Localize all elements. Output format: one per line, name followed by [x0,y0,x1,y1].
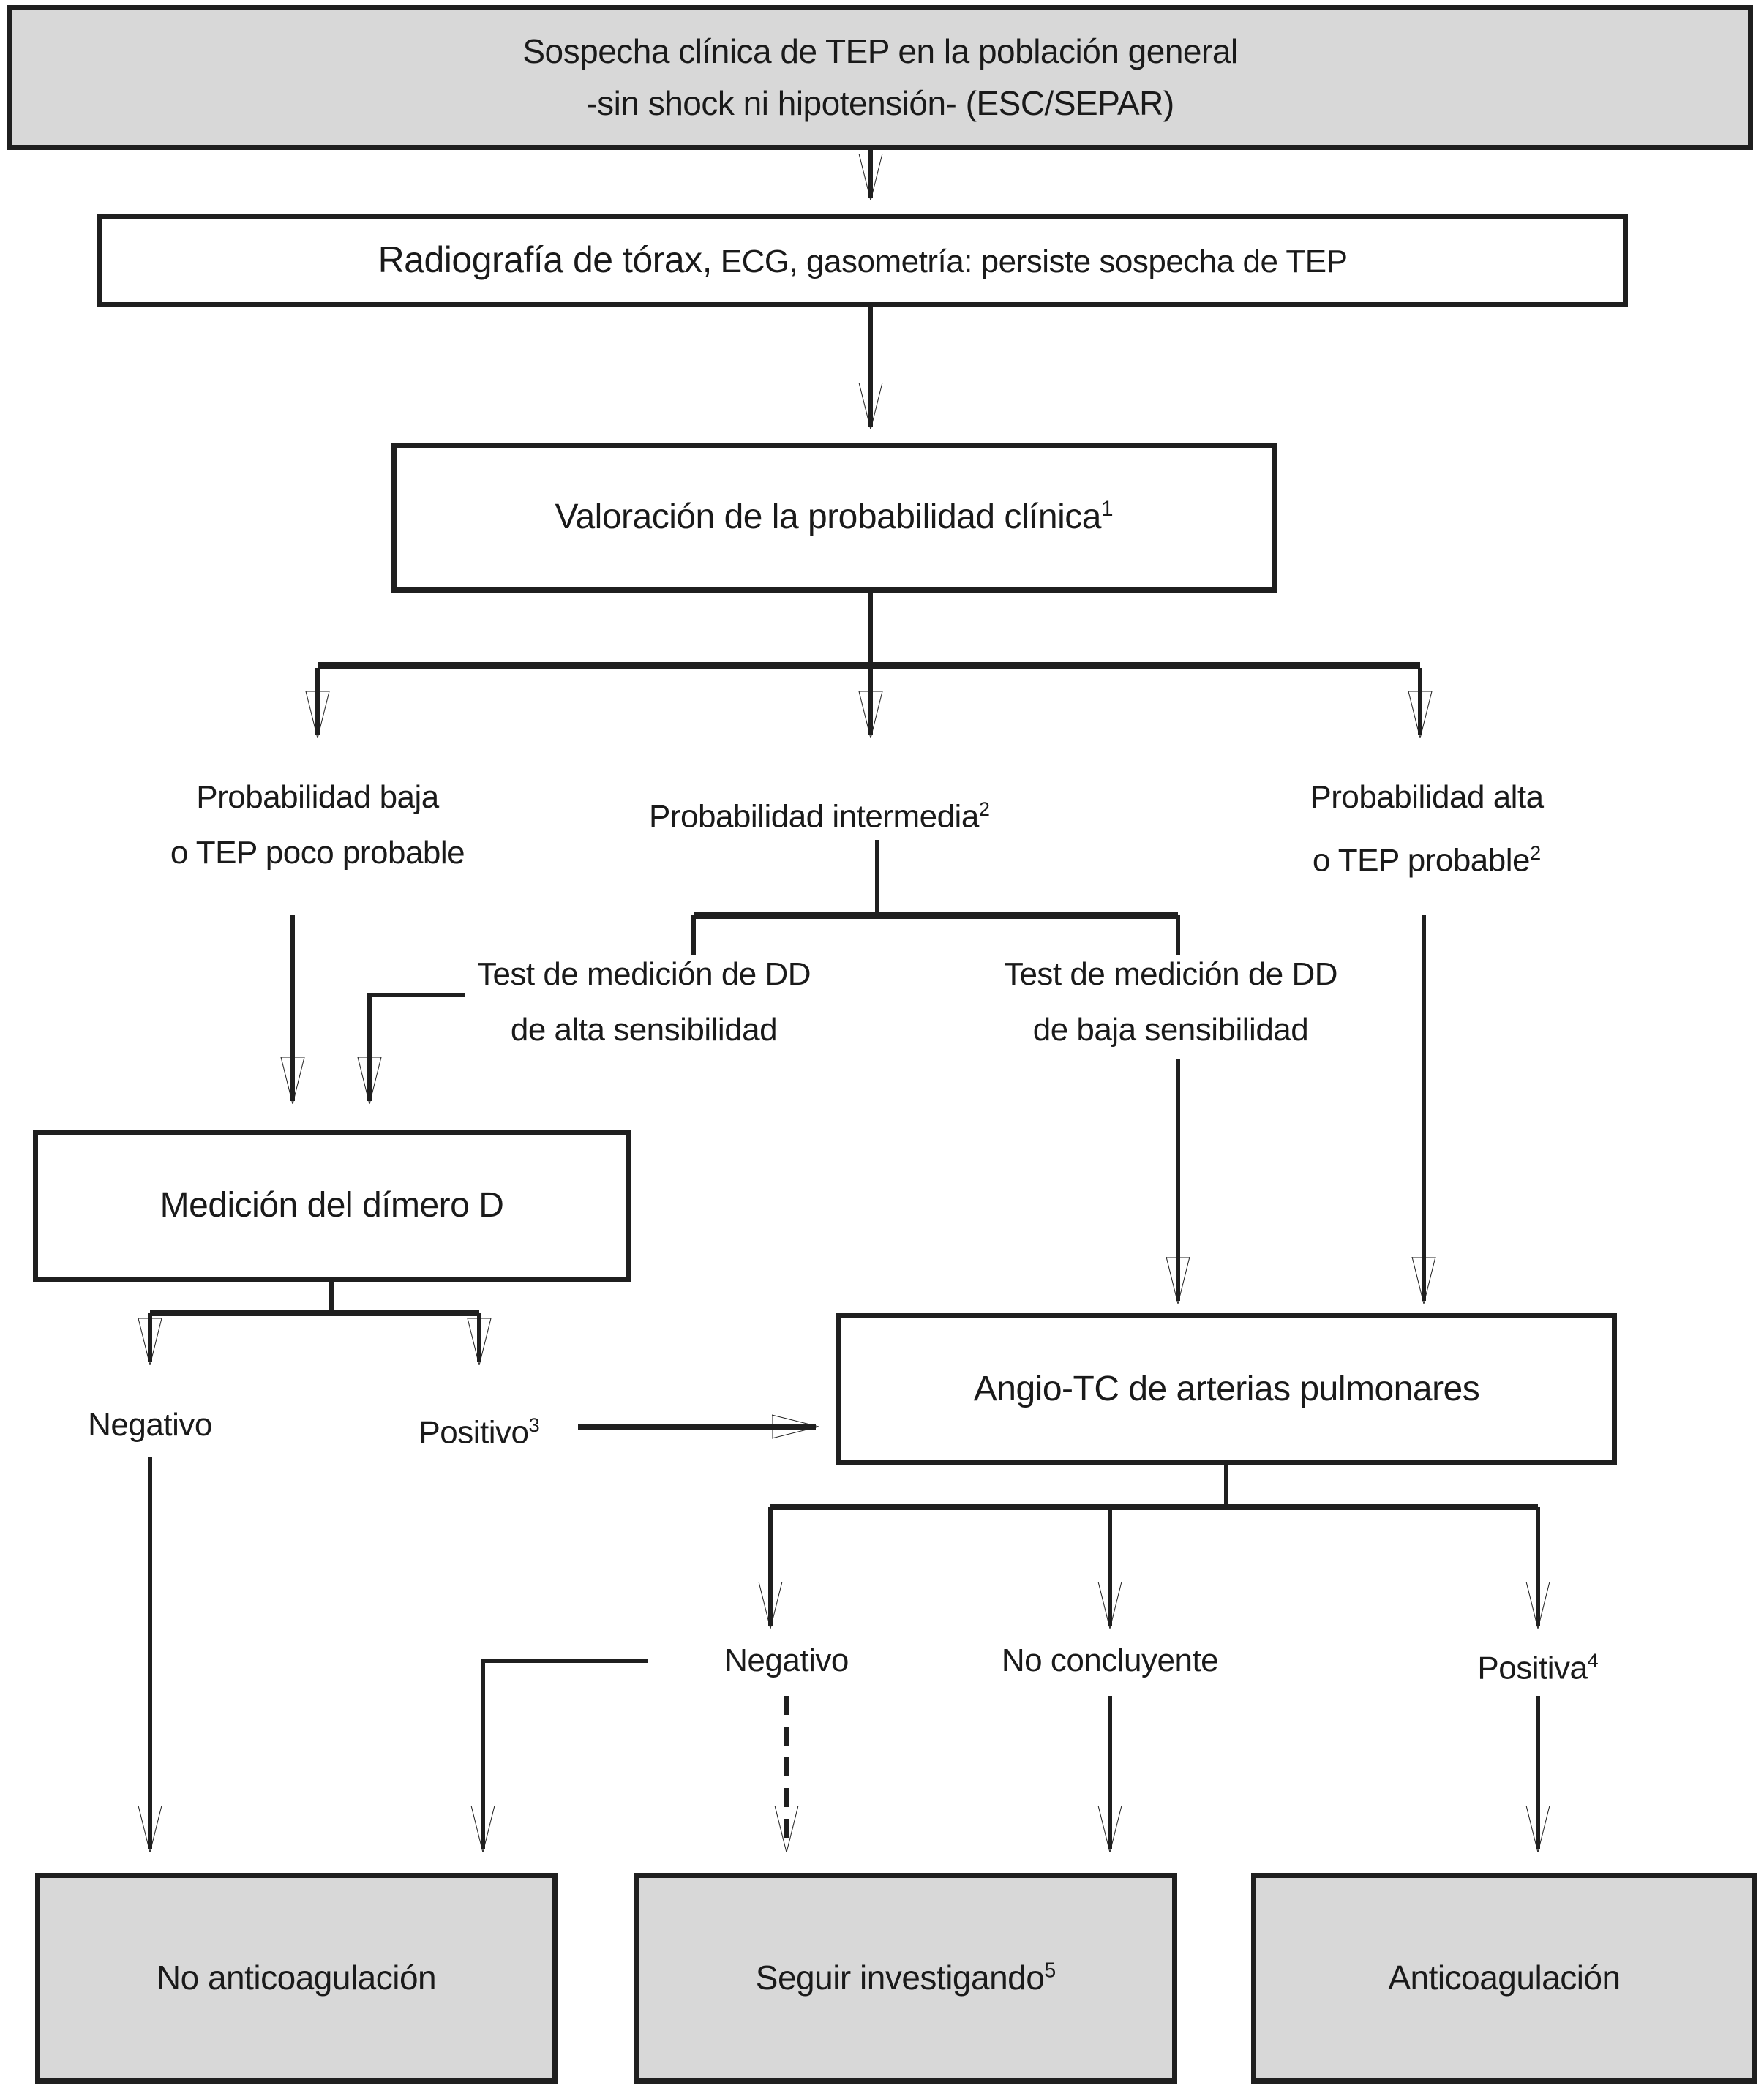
node-angio: Angio-TC de arterias pulmonares [836,1313,1617,1465]
label-prob-baja: Probabilidad baja o TEP poco probable [170,779,465,871]
start-line1: Sospecha clínica de TEP en la población … [522,31,1238,70]
node-seguir-investigando: Seguir investigando5 [634,1873,1177,2084]
label-prob-intermedia: Probabilidad intermedia2 [649,797,990,835]
node-start: Sospecha clínica de TEP en la población … [7,5,1753,150]
superscript-2: 2 [978,797,990,820]
anticoagulacion-text: Anticoagulación [1388,1959,1621,1997]
superscript-5: 5 [1044,1959,1056,1983]
dimero-text: Medición del dímero D [159,1186,504,1225]
seguir-investigando-text: Seguir investigando5 [755,1959,1056,1997]
superscript-4: 4 [1587,1649,1599,1672]
label-angio-negativo: Negativo [724,1642,849,1678]
label-prob-alta: Probabilidad alta o TEP probable2 [1310,779,1544,879]
label-test-alta: Test de medición de DD de alta sensibili… [476,956,811,1048]
label-angio-positiva: Positiva4 [1477,1649,1599,1686]
node-radiografia: Radiografía de tórax, ECG, gasometría: p… [97,214,1628,307]
no-anticoagulacion-text: No anticoagulación [156,1959,437,1997]
node-no-anticoagulacion: No anticoagulación [35,1873,558,2084]
superscript-2b: 2 [1529,841,1542,864]
node-valoracion: Valoración de la probabilidad clínica1 [391,443,1277,593]
angio-text: Angio-TC de arterias pulmonares [973,1369,1480,1408]
connector-angioneg-noanticoag [483,1659,648,1849]
label-angio-no-concluyente: No concluyente [1001,1642,1219,1678]
label-dimero-negativo: Negativo [88,1407,212,1443]
label-test-baja: Test de medición de DD de baja sensibili… [1003,956,1338,1048]
label-dimero-positivo: Positivo3 [419,1413,540,1451]
valoracion-text: Valoración de la probabilidad clínica1 [555,497,1114,537]
node-anticoagulacion: Anticoagulación [1251,1873,1757,2084]
superscript-1: 1 [1100,497,1114,522]
node-dimero: Medición del dímero D [33,1130,631,1282]
superscript-3: 3 [528,1413,540,1436]
radiografia-text: Radiografía de tórax, ECG, gasometría: p… [378,239,1348,281]
start-line2: -sin shock ni hipotensión- (ESC/SEPAR) [586,84,1174,122]
connector-testalta-dimero [369,993,465,1101]
